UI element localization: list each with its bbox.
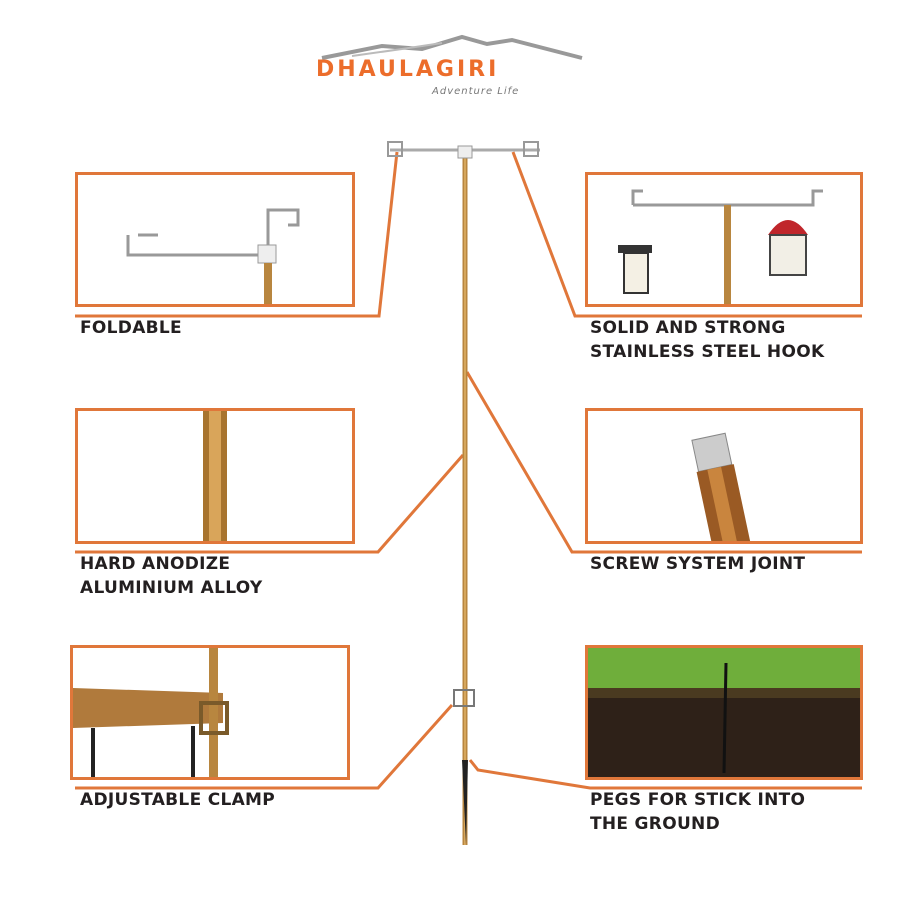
folding-hook-icon — [126, 208, 300, 304]
lantern-pole-icon — [387, 141, 540, 845]
screw-joint-icon — [691, 432, 753, 541]
feature-label-screw-joint: SCREW SYSTEM JOINT — [590, 554, 806, 574]
feature-label-hook: SOLID AND STRONG STAINLESS STEEL HOOK — [590, 318, 825, 362]
feature-label-clamp: ADJUSTABLE CLAMP — [80, 790, 276, 810]
table-clamp-icon — [73, 648, 229, 777]
feature-image-foldable — [75, 172, 355, 307]
ground-peg-icon — [588, 648, 860, 777]
brand-name: DHAULAGIRI — [316, 57, 500, 82]
brand-logo: DHAULAGIRI Adventure Life — [312, 34, 592, 104]
feature-image-peg — [585, 645, 863, 780]
lanterns-on-hook-icon — [618, 189, 823, 304]
feature-image-alloy — [75, 408, 355, 544]
feature-label-foldable: FOLDABLE — [80, 318, 182, 338]
pole-closeup-icon — [203, 411, 227, 541]
connector-lines — [75, 151, 862, 790]
feature-label-alloy: HARD ANODIZE ALUMINIUM ALLOY — [80, 554, 263, 598]
feature-image-hook — [585, 172, 863, 307]
mountain-logo-icon — [321, 34, 583, 60]
brand-tagline: Adventure Life — [432, 86, 520, 97]
feature-image-screw-joint — [585, 408, 863, 544]
feature-label-peg: PEGS FOR STICK INTO THE GROUND — [590, 790, 806, 834]
feature-image-clamp — [70, 645, 350, 780]
